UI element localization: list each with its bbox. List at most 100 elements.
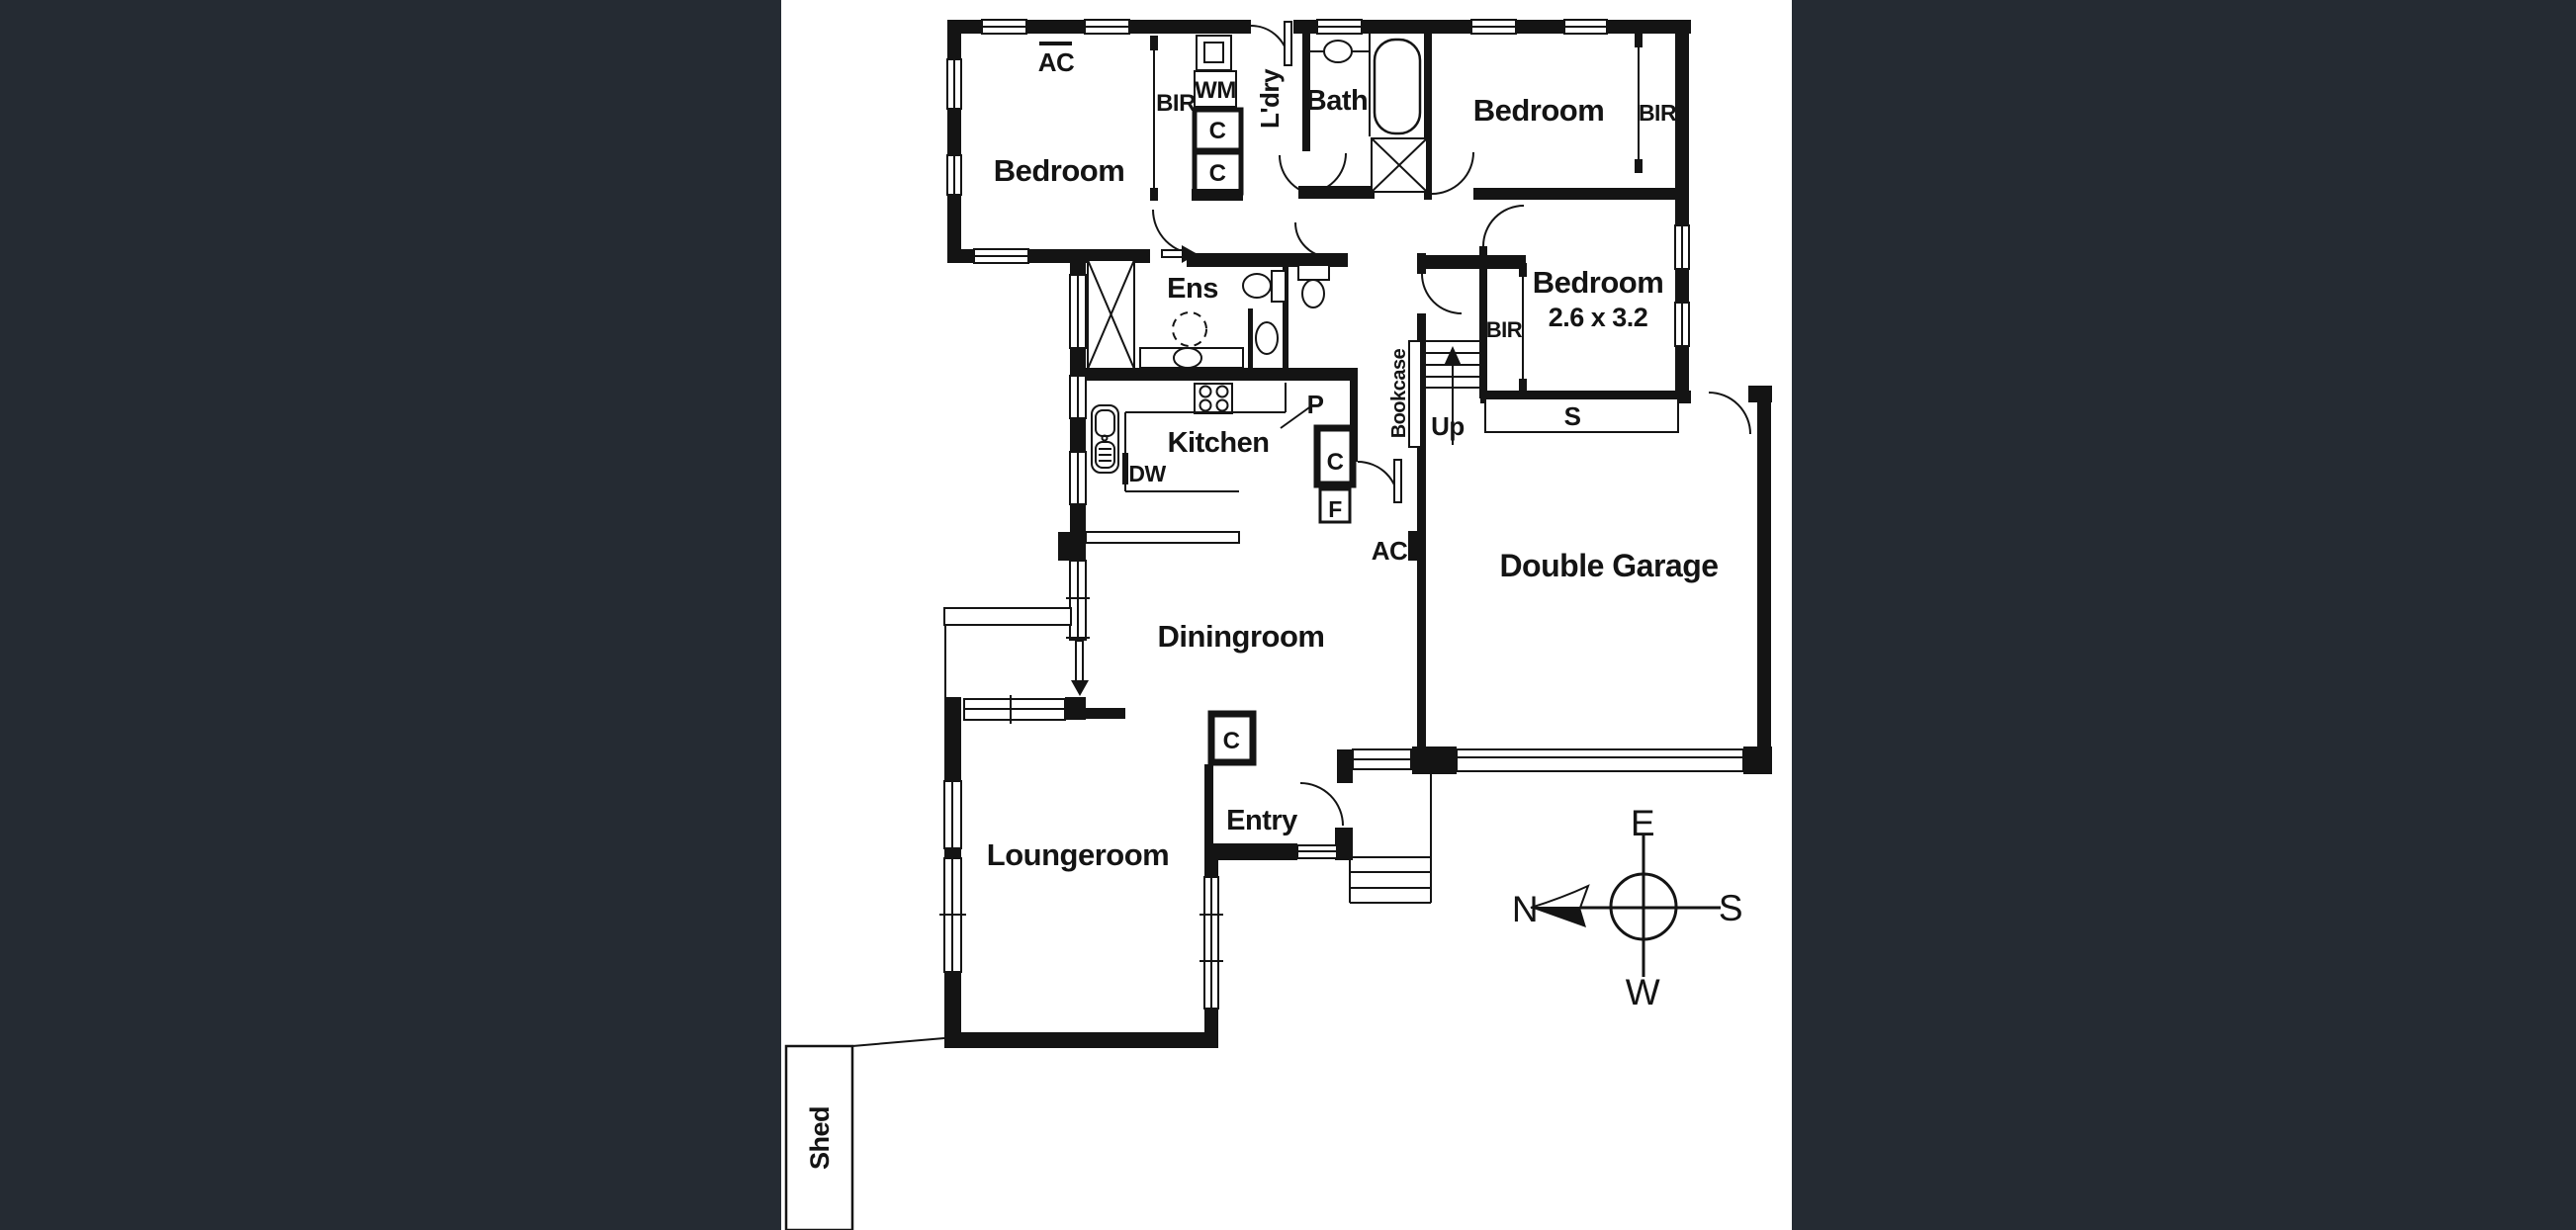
label-wm: WM <box>1195 77 1236 104</box>
label-up: Up <box>1431 411 1465 441</box>
dining-arrow-icon <box>1071 640 1089 696</box>
ac-overline <box>1039 42 1072 45</box>
label-laundry: L'dry <box>1255 68 1285 129</box>
kitchen-sink-icon <box>1091 404 1119 474</box>
fixtures <box>784 33 1679 1230</box>
label-bedroom2: Bedroom <box>1473 93 1605 128</box>
window <box>1084 19 1130 35</box>
bay-window <box>943 607 1072 626</box>
north-arrow-icon <box>1531 908 1586 927</box>
label-dishwasher: DW <box>1128 461 1166 486</box>
ens-basin-icon <box>1173 347 1202 369</box>
label-lounge: Loungeroom <box>987 837 1169 872</box>
label-fridge: F <box>1328 496 1342 522</box>
label-bookcase: Bookcase <box>1388 348 1410 438</box>
bookcase-box <box>1408 340 1422 448</box>
compass-east: E <box>1631 803 1654 843</box>
label-bir1: BIR <box>1156 90 1196 117</box>
window <box>1470 19 1517 35</box>
compass-rose: E S W N <box>1512 803 1743 1012</box>
window <box>1563 19 1608 35</box>
laundry-back-door-leaf <box>1284 21 1292 66</box>
label-ac-wall: AC <box>1372 536 1408 566</box>
paper <box>781 0 1792 1230</box>
bedroom3-door-arc <box>1482 205 1525 247</box>
window <box>1069 451 1087 505</box>
window <box>1674 224 1690 270</box>
label-bedroom3-size: 2.6 x 3.2 <box>1549 303 1648 332</box>
compass-south: S <box>1719 888 1742 928</box>
label-cupboard-2: C <box>1209 160 1226 187</box>
label-storage: S <box>1564 401 1581 431</box>
window <box>1199 876 1223 1010</box>
stair-lobby-door-arc <box>1421 273 1463 314</box>
label-bedroom3: Bedroom <box>1533 265 1664 300</box>
label-garage: Double Garage <box>1499 548 1718 583</box>
ac-unit-mark <box>1408 531 1417 561</box>
label-cupboard-1: C <box>1209 118 1226 144</box>
window <box>946 58 962 110</box>
label-shed: Shed <box>805 1106 835 1170</box>
porch-steps <box>1349 771 1432 904</box>
windows <box>939 19 1744 1010</box>
kitchen-cupboard-box <box>1313 424 1357 488</box>
bath-door-arc <box>1305 152 1347 194</box>
label-kitchen: Kitchen <box>1168 427 1270 459</box>
window <box>981 19 1027 35</box>
label-bedroom1: Bedroom <box>994 153 1125 188</box>
ens-dashed-circle <box>1172 311 1207 347</box>
ens-shower-icon <box>1087 259 1135 370</box>
stairs <box>1426 340 1480 445</box>
bedroom2-door-arc <box>1431 151 1474 195</box>
entry-cupboard-box <box>1207 710 1257 766</box>
fridge-box <box>1318 487 1352 524</box>
window <box>1066 560 1090 641</box>
label-bath: Bath <box>1306 85 1368 117</box>
garage-door <box>1456 748 1744 772</box>
wc-door-arc <box>1294 221 1331 258</box>
wm-label-box <box>1194 70 1237 108</box>
label-ens: Ens <box>1167 273 1218 305</box>
label-bir2: BIR <box>1639 100 1677 126</box>
label-ac-bedroom1: AC <box>1038 47 1075 77</box>
doors <box>1152 21 1751 827</box>
cupboard-box <box>1192 149 1244 196</box>
window <box>973 248 1029 264</box>
bath-shower-icon <box>1371 137 1428 193</box>
compass-north: N <box>1512 889 1538 929</box>
label-bir3: BIR <box>1486 317 1523 342</box>
wc-toilet-icon <box>1297 264 1330 308</box>
label-dining: Diningroom <box>1158 619 1325 654</box>
front-door-arc <box>1299 782 1344 827</box>
window <box>1069 274 1087 349</box>
window <box>963 695 1066 724</box>
label-pantry: P <box>1307 390 1324 419</box>
stove-icon <box>1194 383 1233 414</box>
shed-outline <box>784 1044 854 1230</box>
garage-side-door-arc <box>1708 392 1751 435</box>
hall-arrow-icon <box>1161 245 1198 263</box>
washing-machine-icon <box>1196 35 1232 71</box>
storage-box <box>1484 397 1679 433</box>
window <box>1296 844 1338 859</box>
label-cupboard-kitchen: C <box>1327 449 1344 476</box>
window <box>943 780 962 849</box>
compass-west: W <box>1626 972 1660 1012</box>
window <box>1069 375 1087 419</box>
window <box>1674 302 1690 347</box>
label-entry: Entry <box>1226 805 1297 836</box>
ens-toilet-icon <box>1242 270 1287 303</box>
kitchen-hall-door-leaf <box>1393 459 1402 503</box>
up-arrow-icon <box>1444 346 1462 366</box>
bath-basin-icon <box>1323 40 1353 63</box>
window <box>1316 19 1363 35</box>
room-labels: AC Bedroom BIR WM C C L'dry Bath Bedroom… <box>805 47 1719 1170</box>
window <box>939 857 966 973</box>
kitchen-bench <box>1085 531 1240 544</box>
window <box>1352 748 1412 770</box>
laundry-door-arc <box>1279 154 1320 196</box>
window <box>946 154 962 196</box>
niche-basin-icon <box>1255 321 1279 355</box>
